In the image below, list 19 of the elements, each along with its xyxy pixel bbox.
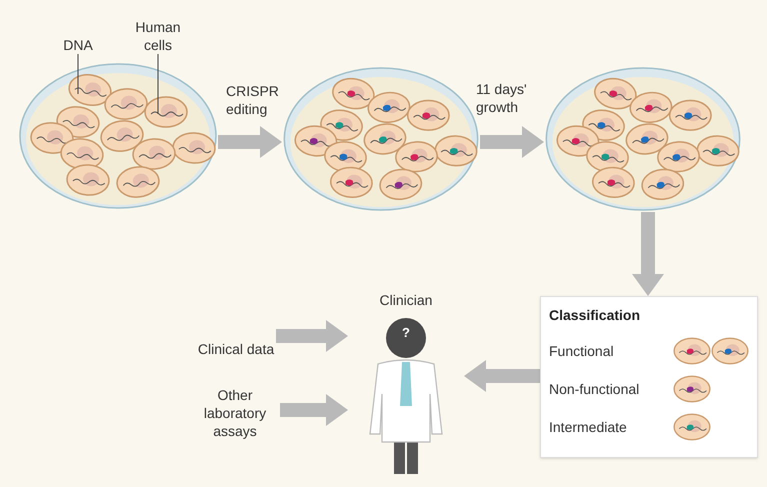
classification-panel bbox=[540, 296, 758, 458]
figure-label: Clinician bbox=[378, 291, 434, 310]
category-label: Intermediate bbox=[549, 418, 628, 436]
block-arrow bbox=[280, 394, 348, 426]
block-arrow bbox=[218, 126, 282, 158]
edge-label: 11 days' growth bbox=[476, 80, 528, 116]
text-label: Human cells bbox=[134, 18, 182, 54]
text-label: DNA bbox=[63, 36, 93, 54]
block-arrow bbox=[276, 320, 348, 352]
edge-label: CRISPR editing bbox=[226, 82, 280, 118]
panel-heading: Classification bbox=[549, 306, 640, 325]
text-label: Other laboratory assays bbox=[202, 386, 268, 440]
category-label: Non-functional bbox=[549, 380, 640, 398]
question-mark: ? bbox=[401, 324, 411, 342]
block-arrow bbox=[632, 212, 664, 296]
text-label: Clinical data bbox=[198, 340, 274, 358]
block-arrow bbox=[480, 126, 544, 158]
block-arrow bbox=[464, 360, 540, 392]
category-label: Functional bbox=[549, 342, 615, 360]
